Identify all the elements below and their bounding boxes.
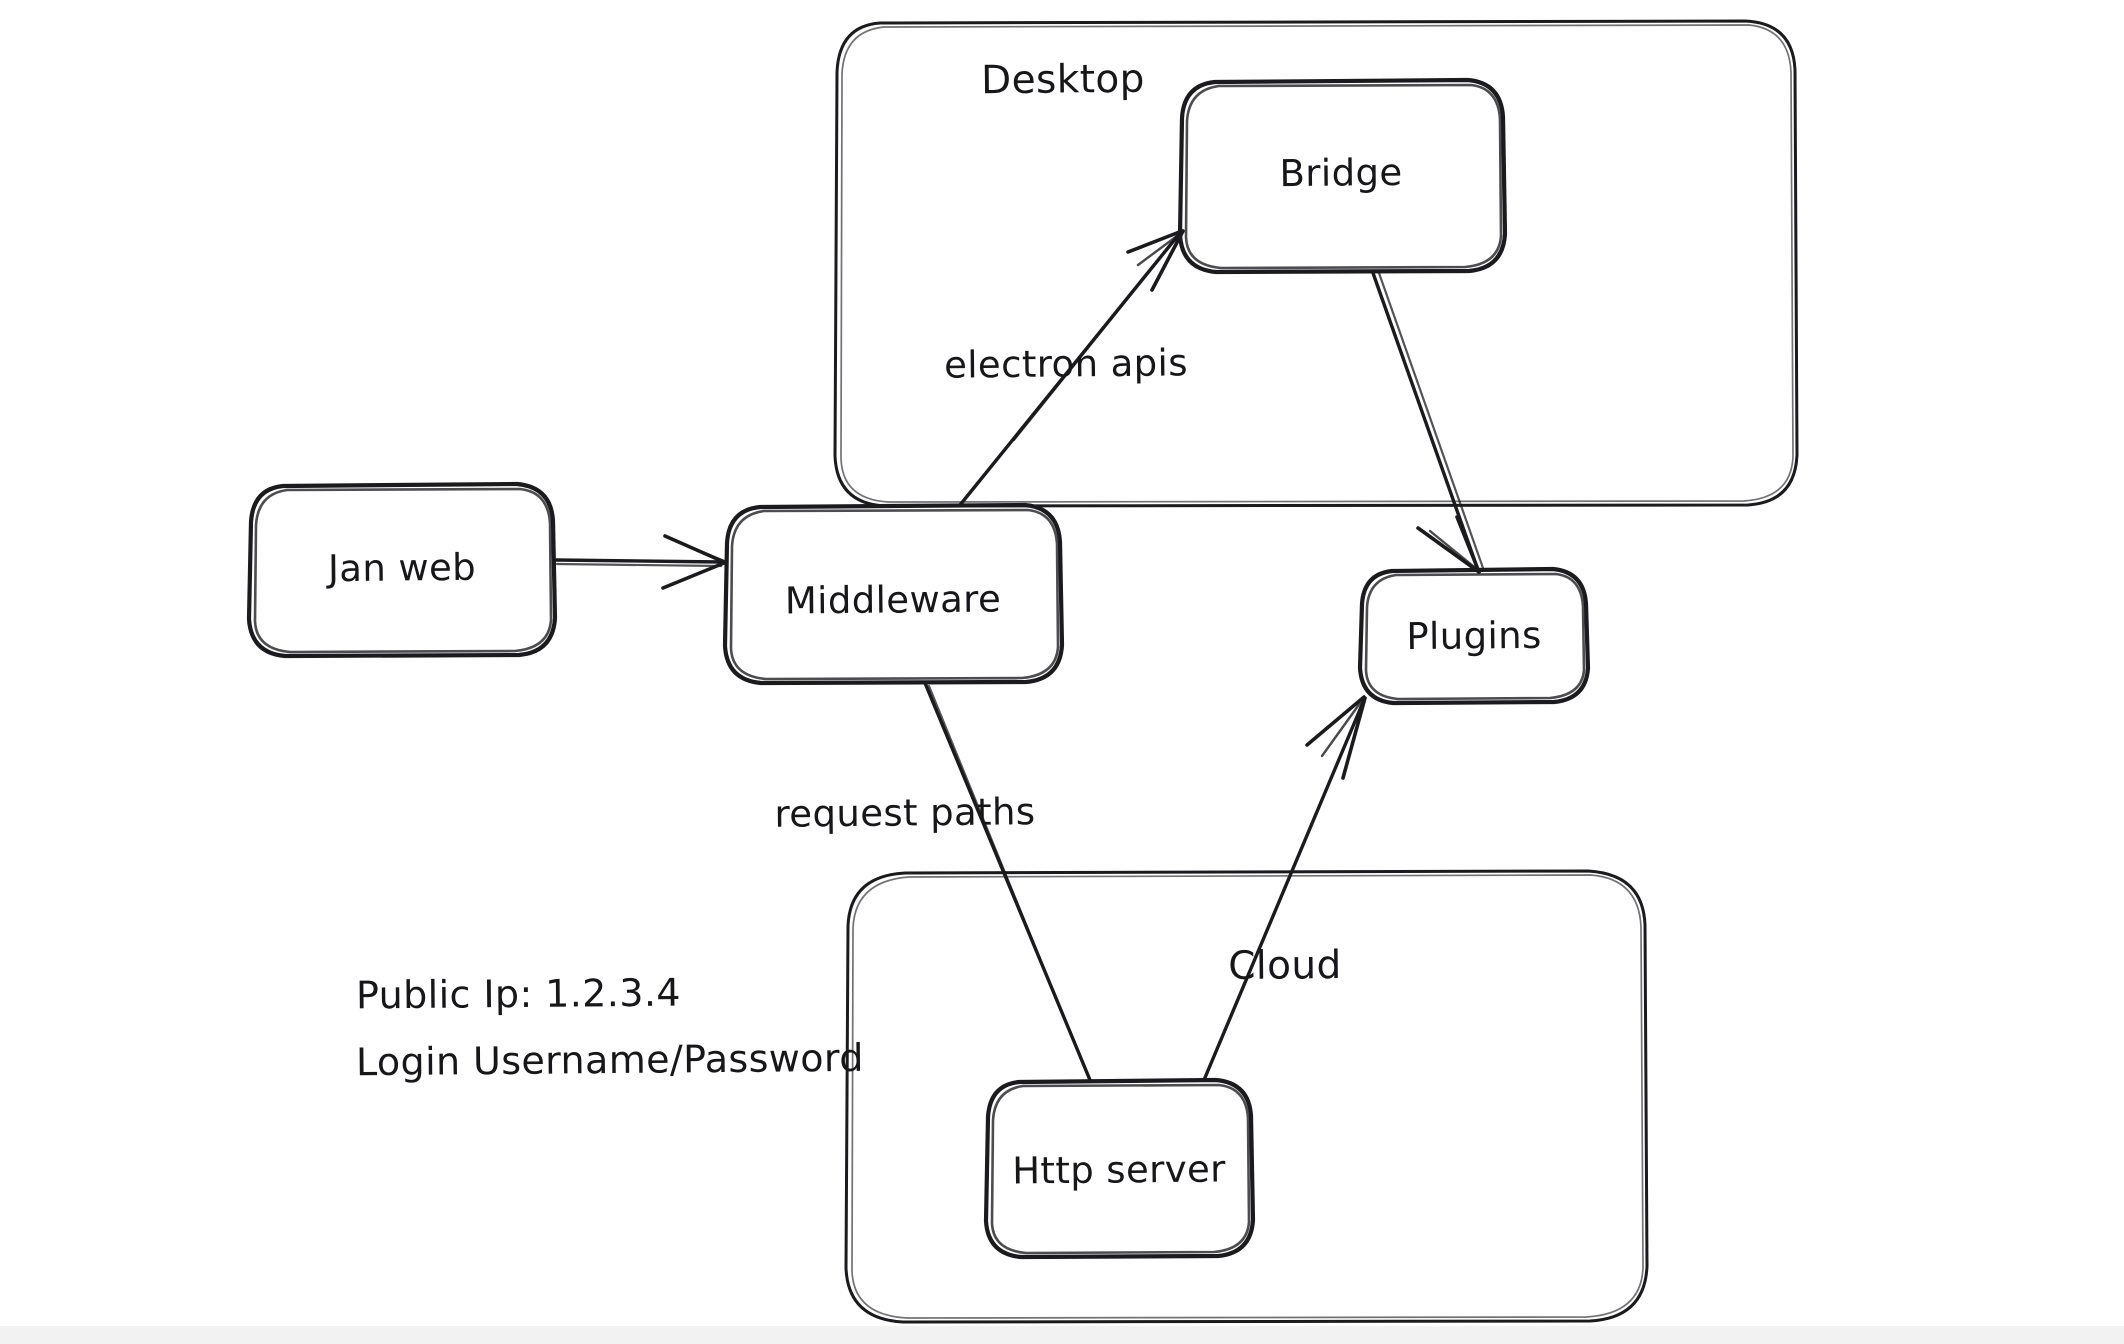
node-bridge-shape[interactable] <box>1177 77 1508 275</box>
node-label-middleware: Middleware <box>784 577 1002 623</box>
node-http-server-shape[interactable] <box>983 1077 1256 1260</box>
edge-http-server-to-plugins <box>1202 695 1367 1082</box>
node-plugins-shape[interactable] <box>1357 566 1591 706</box>
note-login-credentials: Login Username/Password <box>355 1035 864 1085</box>
group-label-desktop: Desktop <box>980 56 1146 104</box>
node-jan-web-shape[interactable] <box>246 481 558 659</box>
edge-label-electron-apis: electron apis <box>943 341 1189 387</box>
edge-middleware-to-http-server <box>923 681 1092 1082</box>
note-public-ip: Public Ip: 1.2.3.4 <box>355 970 682 1018</box>
node-label-http-server: Http server <box>1011 1147 1227 1193</box>
node-middleware-shape[interactable] <box>722 502 1065 686</box>
group-cloud-shape <box>844 869 1649 1324</box>
edge-jan-web-to-middleware <box>554 534 726 590</box>
edge-middleware-to-bridge <box>958 229 1185 507</box>
bottom-edge-band <box>0 1326 2124 1344</box>
edge-label-request-paths: request paths <box>774 790 1036 836</box>
node-label-plugins: Plugins <box>1406 613 1542 659</box>
node-label-jan-web: Jan web <box>327 545 477 591</box>
node-label-bridge: Bridge <box>1279 150 1403 196</box>
group-label-cloud: Cloud <box>1228 942 1342 990</box>
group-desktop-shape <box>833 19 1799 508</box>
edge-bridge-to-plugins <box>1371 271 1485 574</box>
